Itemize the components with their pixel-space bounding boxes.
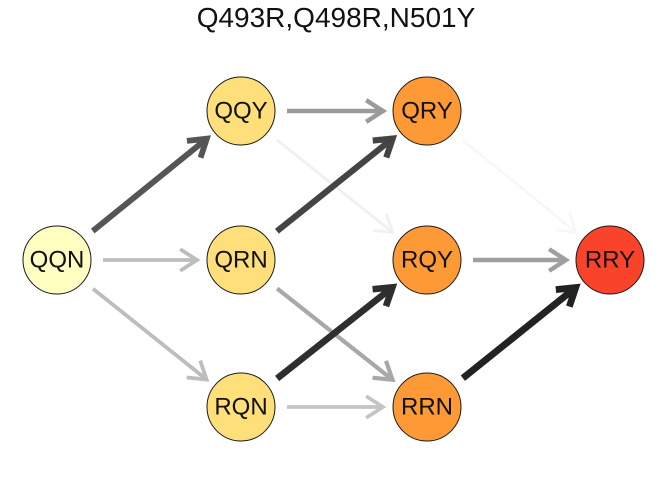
node-circle [575, 225, 645, 295]
node-label: RRN [401, 393, 453, 420]
edge-qry-to-rry [461, 139, 578, 234]
node-circle [206, 372, 276, 442]
arrowhead [372, 134, 398, 159]
edge-qrn-to-qry [274, 134, 398, 234]
edge-qqn-to-qrn [103, 247, 201, 273]
arrowhead [365, 394, 387, 420]
nodes-layer: QQN QQY QRN RQN QRY RQY RRN RRY [22, 76, 645, 442]
edge-rrn-to-rry [460, 283, 581, 381]
node-qry: QRY [392, 76, 462, 146]
node-label: QQY [214, 97, 267, 124]
node-label: RRY [585, 246, 635, 273]
edge-line [275, 284, 395, 382]
edge-qqn-to-qqy [90, 135, 211, 234]
edge-qqy-to-qry [287, 98, 388, 124]
edge-line [90, 136, 209, 234]
arrowhead [555, 283, 581, 308]
arrowhead [372, 213, 395, 235]
node-circle [206, 225, 276, 295]
node-rqy: RQY [392, 225, 462, 295]
edge-rqy-to-rry [473, 247, 571, 273]
node-circle [206, 76, 276, 146]
diagram-title: Q493R,Q498R,N501Y [196, 2, 476, 33]
node-circle [392, 76, 462, 146]
arrowhead [186, 359, 210, 382]
node-label: QRN [214, 246, 267, 273]
node-circle [392, 225, 462, 295]
edge-line [91, 287, 208, 382]
edge-rqn-to-rqy [275, 283, 398, 382]
arrowhead [547, 247, 571, 273]
node-rry: RRY [575, 225, 645, 295]
node-label: QRY [401, 97, 453, 124]
edges-layer [90, 98, 581, 420]
node-rqn: RQN [206, 372, 276, 442]
node-circle [22, 225, 92, 295]
arrowhead [372, 360, 396, 383]
arrowhead [372, 283, 398, 308]
arrowhead [555, 212, 578, 234]
node-circle [392, 372, 462, 442]
edge-line [460, 284, 578, 381]
arrowhead [179, 247, 201, 273]
edge-line [274, 136, 395, 234]
arrowhead [186, 135, 211, 159]
node-label: QQN [30, 246, 85, 273]
edge-line [461, 139, 577, 234]
node-label: RQY [401, 246, 453, 273]
arrowhead [364, 98, 388, 124]
edge-qqn-to-rqn [91, 287, 210, 382]
node-rrn: RRN [392, 372, 462, 442]
node-qqy: QQY [206, 76, 276, 146]
node-label: RQN [214, 393, 267, 420]
edge-rqn-to-rrn [287, 394, 387, 420]
node-qqn: QQN [22, 225, 92, 295]
node-qrn: QRN [206, 225, 276, 295]
